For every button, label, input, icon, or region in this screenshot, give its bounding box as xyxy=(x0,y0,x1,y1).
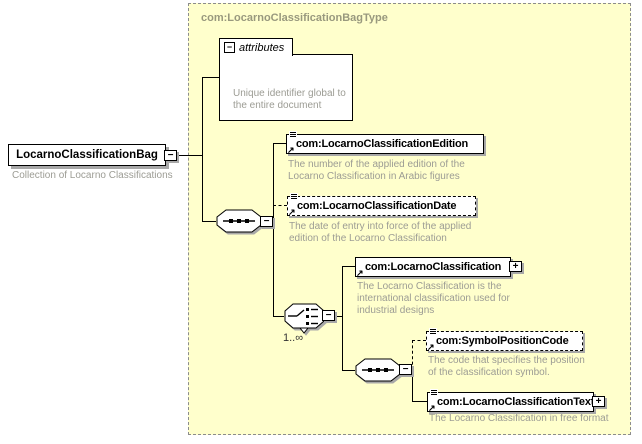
sequence-icon xyxy=(355,358,401,382)
description-line: The Locarno Classification is the xyxy=(357,281,502,292)
attributes-tab: − attributes xyxy=(219,38,293,56)
description-line: The number of the applied edition of the xyxy=(288,159,465,170)
element-symbol-position-label: com:SymbolPositionCode xyxy=(436,335,569,347)
description-line: The Locarno Classification in free forma… xyxy=(429,413,609,424)
connector-line xyxy=(342,370,355,371)
description-line: Locarno Classification in Arabic figures xyxy=(288,171,460,182)
reference-arrow-icon: ↗ xyxy=(356,268,364,278)
element-edition-label: com:LocarnoClassificationEdition xyxy=(296,138,469,150)
connector-line xyxy=(412,370,413,401)
reference-arrow-icon: ↗ xyxy=(288,207,296,217)
text-content-icon xyxy=(289,131,297,138)
connector-line-optional xyxy=(412,340,413,370)
connector-line xyxy=(412,401,427,402)
connector-line xyxy=(342,266,343,370)
text-content-icon xyxy=(429,328,437,335)
root-collapse-button[interactable]: − xyxy=(164,150,177,161)
attributes-panel xyxy=(219,54,353,121)
sequence-collapse-button[interactable]: − xyxy=(399,364,412,375)
attributes-collapse-button[interactable]: − xyxy=(224,42,235,53)
complex-type-title: com:LocarnoClassificationBagType xyxy=(201,12,388,24)
description-line: The code that specifies the position xyxy=(428,355,585,366)
element-symbol-position-description: The code that specifies the position of … xyxy=(428,355,585,379)
connector-line xyxy=(178,155,202,156)
connector-line xyxy=(335,316,342,317)
element-classification-label: com:LocarnoClassification xyxy=(365,261,502,273)
attributes-label: attributes xyxy=(239,41,285,54)
description-line: edition of the Locarno Classification xyxy=(289,233,447,244)
element-date-label: com:LocarnoClassificationDate xyxy=(297,200,457,212)
classification-expand-button[interactable]: + xyxy=(509,261,522,272)
description-line: of the classification symbol. xyxy=(428,367,550,378)
root-element-box[interactable]: LocarnoClassificationBag xyxy=(8,144,166,166)
connector-line-optional xyxy=(273,205,287,206)
root-element-label: LocarnoClassificationBag xyxy=(16,149,158,161)
connector-line-optional xyxy=(412,340,426,341)
reference-arrow-icon: ↗ xyxy=(427,342,435,352)
element-date-box[interactable]: ↗ com:LocarnoClassificationDate xyxy=(287,193,476,217)
element-classification-description: The Locarno Classification is the intern… xyxy=(357,281,510,317)
element-date-description: The date of entry into force of the appl… xyxy=(289,221,471,245)
sequence-icon xyxy=(216,209,262,233)
cardinality-label: 1..∞ xyxy=(283,332,304,344)
attribute-id-description: Unique identifier global to the entire d… xyxy=(233,88,346,112)
connector-line xyxy=(202,221,216,222)
sequence-collapse-button[interactable]: − xyxy=(260,216,273,227)
reference-arrow-icon: ↗ xyxy=(428,403,436,413)
connector-line xyxy=(273,143,286,144)
description-line: Collection of Locarno Classifications xyxy=(12,170,173,181)
description-line: Unique identifier global to xyxy=(233,88,346,99)
element-classification-text-label: com:LocarnoClassificationText xyxy=(437,396,595,408)
connector-line xyxy=(273,316,284,317)
text-content-icon xyxy=(430,389,438,396)
choice-icon xyxy=(284,303,325,334)
description-line: the entire document xyxy=(233,100,322,111)
connector-line xyxy=(202,77,203,221)
classification-text-expand-button[interactable]: + xyxy=(592,396,605,407)
description-line: international classification used for xyxy=(357,293,510,304)
description-line: industrial designs xyxy=(357,305,435,316)
text-content-icon xyxy=(290,193,298,200)
element-classification-text-box[interactable]: ↗ com:LocarnoClassificationText xyxy=(427,389,595,413)
root-element-description: Collection of Locarno Classifications xyxy=(12,170,173,182)
connector-line xyxy=(273,143,274,316)
element-edition-description: The number of the applied edition of the… xyxy=(288,159,465,183)
description-line: The date of entry into force of the appl… xyxy=(289,221,472,232)
element-symbol-position-box[interactable]: ↗ com:SymbolPositionCode xyxy=(426,328,583,352)
connector-line xyxy=(342,266,355,267)
element-classification-box[interactable]: ↗ com:LocarnoClassification xyxy=(355,257,511,278)
element-classification-text-description: The Locarno Classification in free forma… xyxy=(429,413,609,425)
choice-collapse-button[interactable]: − xyxy=(322,310,335,321)
reference-arrow-icon: ↗ xyxy=(287,145,295,155)
element-edition-box[interactable]: ↗ com:LocarnoClassificationEdition xyxy=(286,131,484,155)
connector-line xyxy=(202,77,219,78)
